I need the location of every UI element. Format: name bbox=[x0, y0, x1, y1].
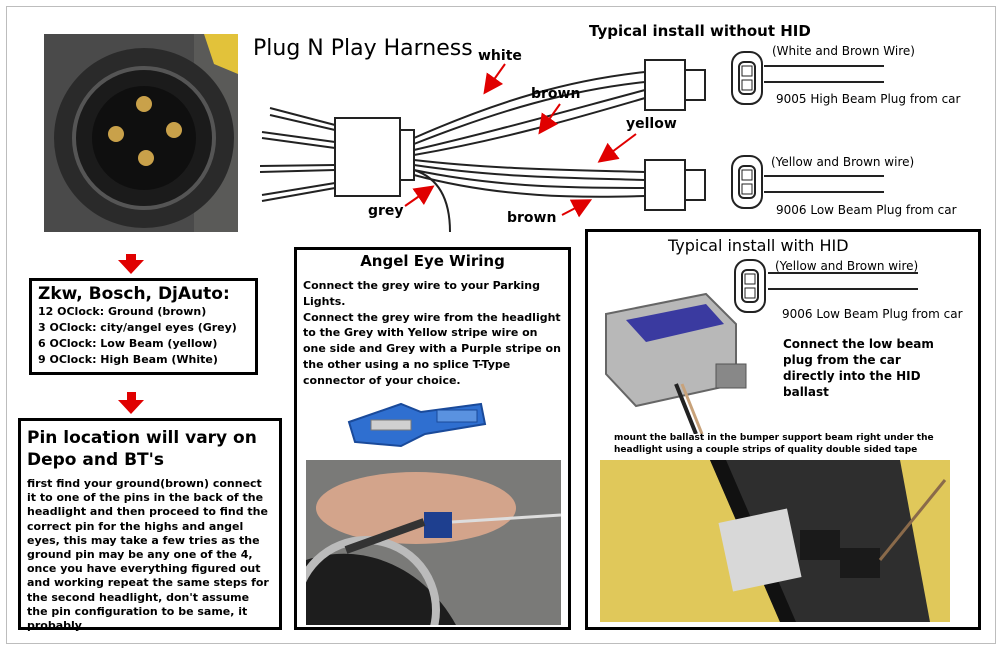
socket-illustration bbox=[44, 34, 238, 232]
wire-label-white: white bbox=[478, 48, 522, 64]
low-beam-plug-label: 9006 Low Beam Plug from car bbox=[776, 203, 957, 217]
with-hid-box: Typical install with HID (Yellow and Bro… bbox=[585, 229, 981, 630]
low-beam-plug-icon bbox=[731, 155, 763, 209]
hid-plug-wires bbox=[768, 272, 918, 290]
hid-plug-label: 9006 Low Beam Plug from car bbox=[782, 307, 963, 321]
high-beam-wires-label: (White and Brown Wire) bbox=[772, 44, 915, 58]
with-hid-title: Typical install with HID bbox=[668, 236, 849, 255]
hid-mounted-photo bbox=[600, 460, 950, 622]
pinout-box: Zkw, Bosch, DjAuto: 12 OClock: Ground (b… bbox=[29, 278, 258, 375]
low-beam-wires-label: (Yellow and Brown wire) bbox=[771, 155, 915, 169]
arrow-white bbox=[483, 63, 506, 95]
hid-wires-label: (Yellow and Brown wire) bbox=[775, 259, 919, 273]
pinout-line: 12 OClock: Ground (brown) bbox=[38, 305, 207, 318]
arrow-yellow bbox=[597, 133, 637, 163]
wire-label-grey: grey bbox=[368, 203, 404, 219]
angel-eye-wiring-photo bbox=[306, 460, 561, 625]
hid-instruction: Connect the low beam plug from the car d… bbox=[783, 337, 934, 399]
harness-diagram bbox=[259, 59, 706, 233]
pinout-title: Zkw, Bosch, DjAuto: bbox=[38, 284, 230, 304]
arrow-down-1 bbox=[118, 254, 144, 274]
wire-label-brown-2: brown bbox=[507, 210, 557, 226]
without-hid-title: Typical install without HID bbox=[589, 22, 811, 40]
hid-mount-note: mount the ballast in the bumper support … bbox=[614, 433, 934, 455]
pin-location-title: Pin location will vary on Depo and BT's bbox=[27, 428, 257, 470]
plug-wires bbox=[764, 65, 884, 193]
high-beam-plug-label: 9005 High Beam Plug from car bbox=[776, 92, 961, 106]
arrow-grey bbox=[404, 185, 435, 207]
t-type-connector-image bbox=[347, 402, 487, 448]
wire-label-brown-1: brown bbox=[531, 86, 581, 102]
hid-ballast-image bbox=[605, 292, 747, 434]
arrow-brown-1 bbox=[538, 103, 561, 135]
pin-location-box: Pin location will vary on Depo and BT's … bbox=[18, 418, 282, 633]
pinout-line: 9 OClock: High Beam (White) bbox=[38, 353, 218, 366]
wire-label-yellow: yellow bbox=[626, 116, 677, 132]
angel-eye-body: Connect the grey wire to your Parking Li… bbox=[303, 279, 561, 387]
figure-frame bbox=[6, 6, 996, 644]
angel-eye-box: Angel Eye Wiring Connect the grey wire t… bbox=[294, 247, 571, 630]
headlight-socket-photo bbox=[44, 34, 238, 232]
angel-eye-title: Angel Eye Wiring bbox=[360, 252, 505, 270]
hid-plug-icon bbox=[734, 259, 766, 313]
harness-title: Plug N Play Harness bbox=[253, 36, 473, 61]
pinout-line: 3 OClock: city/angel eyes (Grey) bbox=[38, 321, 237, 334]
high-beam-plug-icon bbox=[731, 51, 763, 105]
pin-location-body: first find your ground(brown) connect it… bbox=[27, 477, 269, 633]
pinout-line: 6 OClock: Low Beam (yellow) bbox=[38, 337, 218, 350]
arrow-brown-2 bbox=[561, 199, 593, 218]
arrow-down-2 bbox=[118, 392, 144, 414]
